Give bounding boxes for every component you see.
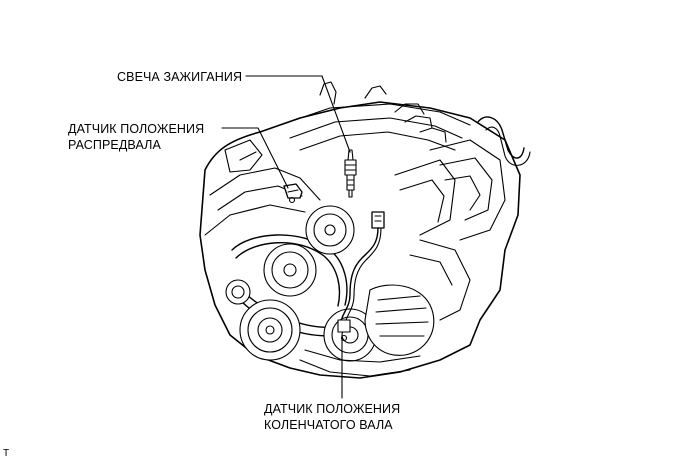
pulleys <box>225 205 377 362</box>
leader-spark-plug <box>245 75 351 153</box>
intake-pipe <box>477 116 525 159</box>
camshaft-sensor-icon <box>283 183 303 204</box>
leader-lines <box>221 75 351 399</box>
spark-plug-icon <box>344 149 357 198</box>
timing-cover <box>204 139 321 236</box>
valve-cover <box>279 81 471 151</box>
label-camshaft-sensor-line1: ДАТЧИК ПОЛОЖЕНИЯ <box>68 122 205 136</box>
lower-components <box>299 239 471 377</box>
label-crankshaft-sensor-line1: ДАТЧИК ПОЛОЖЕНИЯ <box>264 402 401 416</box>
label-camshaft-sensor-line2: РАСПРЕДВАЛА <box>68 138 161 152</box>
figure-code: T <box>3 448 10 459</box>
label-spark-plug: СВЕЧА ЗАЖИГАНИЯ <box>117 70 243 84</box>
label-crankshaft-sensor-line2: КОЛЕНЧАТОГО ВАЛА <box>264 418 393 432</box>
leader-camshaft-sensor <box>221 127 289 189</box>
intake-manifold <box>394 139 506 241</box>
